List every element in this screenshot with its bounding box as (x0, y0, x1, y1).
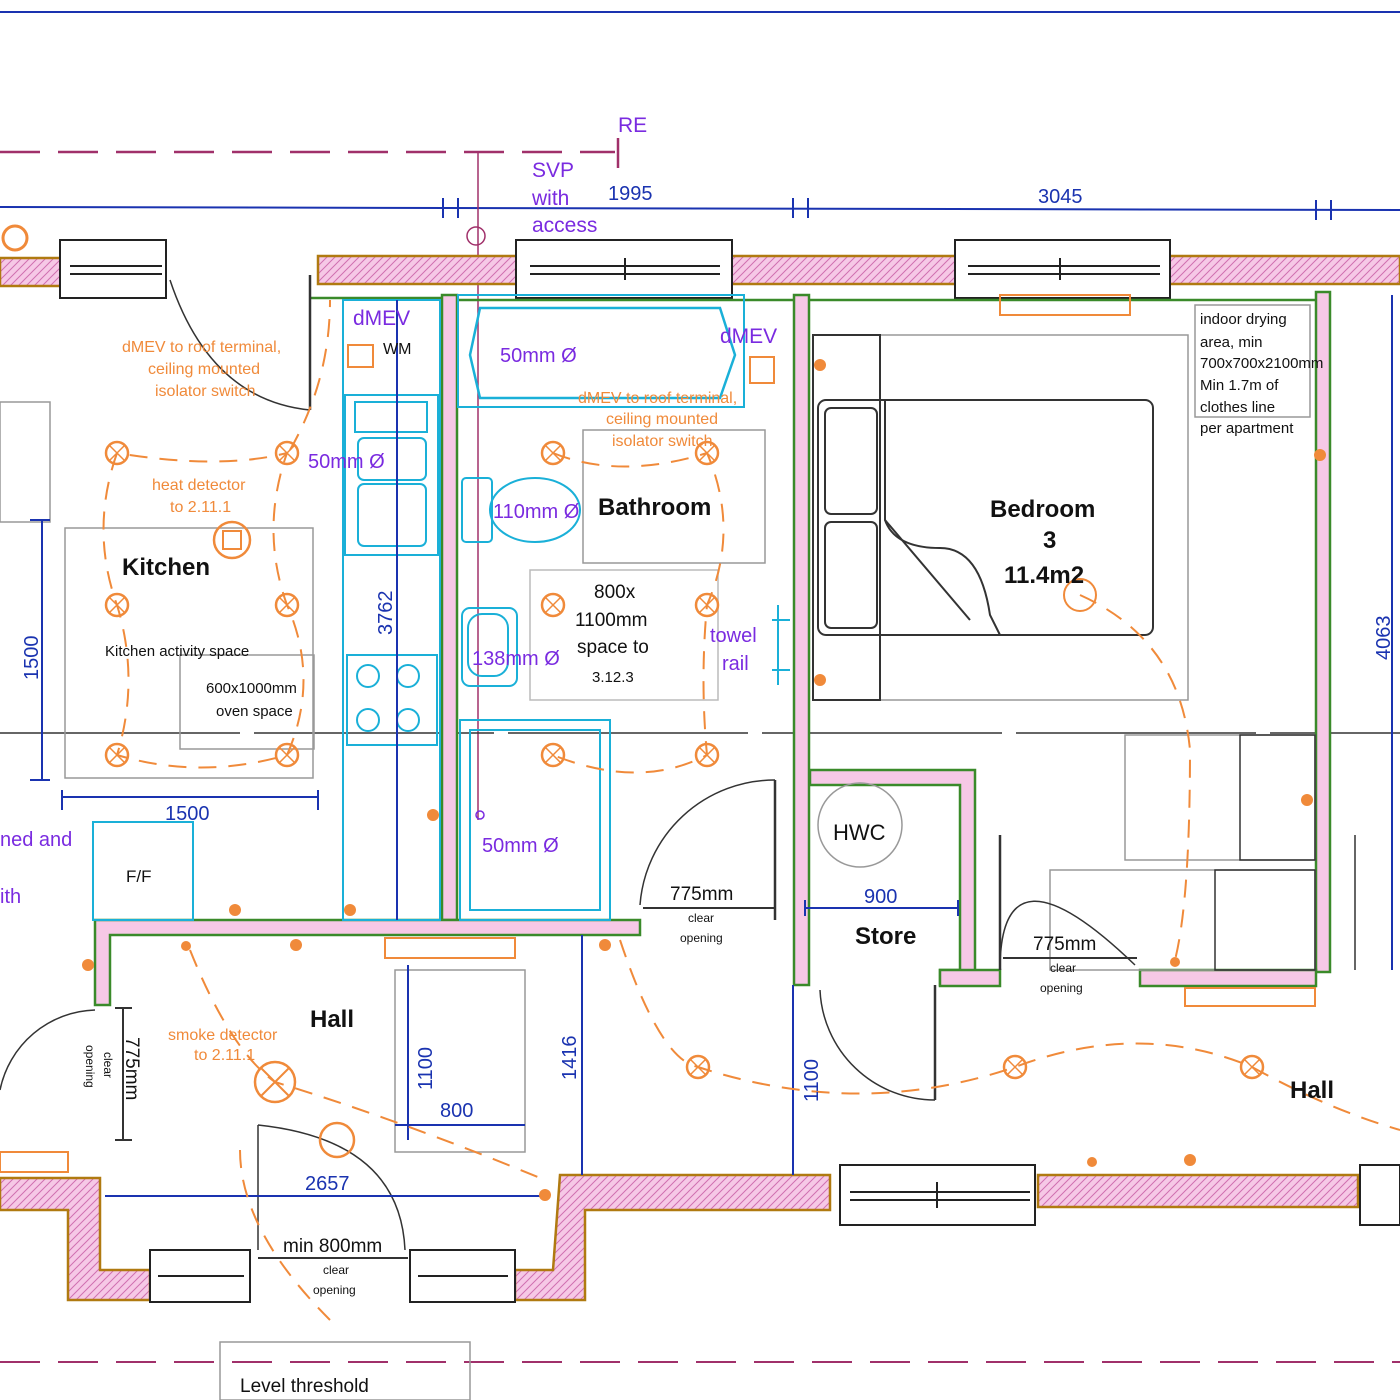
dim-top: 1995 (608, 183, 653, 205)
text-min-opening: opening (313, 1283, 356, 1297)
furniture (0, 304, 1316, 1400)
wiring (102, 299, 1400, 1321)
room-bathroom: Bathroom (598, 494, 711, 521)
room-store: Store (855, 923, 916, 950)
text-door2-clear: clear (1050, 961, 1076, 975)
label-svp-with: with (531, 187, 569, 210)
note-smoke-1: smoke detector (168, 1027, 278, 1044)
text-space-2: 1100mm (575, 610, 648, 631)
label-wm: WM (383, 341, 411, 358)
text-door1-clear: clear (688, 911, 714, 925)
room-hwc: HWC (833, 820, 886, 845)
label-pipe-shower: 50mm Ø (482, 835, 559, 857)
text-door3-width: 775mm (121, 1037, 142, 1100)
label-svp: SVP (532, 159, 574, 182)
room-hall-2: Hall (1290, 1077, 1334, 1104)
internal-walls (93, 290, 1332, 1007)
dim-store-w: 900 (864, 886, 897, 908)
text-space-4: 3.12.3 (592, 669, 634, 686)
note-dmev-bath-2: ceiling mounted (606, 411, 718, 428)
label-ith: ith (0, 886, 21, 908)
room-bedroom-area: 11.4m2 (1004, 562, 1084, 589)
label-ff: F/F (126, 867, 152, 886)
bed (812, 334, 1189, 701)
label-re: RE (618, 114, 647, 137)
label-pipe-wc: 110mm Ø (493, 501, 579, 523)
socket-symbols (0, 224, 1326, 1201)
note-dmev-kitchen-3: isolator switch (155, 383, 255, 400)
dim-hall-h: 2657 (305, 1173, 350, 1195)
text-min-clear: clear (323, 1263, 349, 1277)
dim-corridor-v: 1100 (801, 1059, 823, 1102)
text-dry-1: indoor drying (1200, 311, 1287, 328)
dim-top2: 3045 (1038, 186, 1083, 208)
text-dry-2: area, min (1200, 334, 1263, 351)
text-door2-width: 775mm (1033, 934, 1096, 955)
text-min-width: min 800mm (283, 1236, 382, 1257)
dimension-lines (30, 295, 1393, 1259)
label-svp-access: access (532, 214, 597, 237)
note-smoke-2: to 2.11.1 (194, 1047, 255, 1064)
label-pipe-basin: 138mm Ø (472, 648, 560, 670)
label-dmev-bathroom: dMEV (720, 325, 777, 348)
top-dimension-line (0, 11, 1400, 220)
room-bedroom: Bedroom (990, 496, 1095, 523)
text-dry-3: 700x700x2100mm (1200, 355, 1323, 372)
dim-hall-box-h: 800 (440, 1100, 473, 1122)
dim-hall-box-v: 1100 (415, 1047, 437, 1090)
room-kitchen: Kitchen (122, 554, 210, 581)
text-space-1: 800x (594, 582, 636, 603)
text-space-3: space to (577, 637, 649, 658)
text-activity-space: Kitchen activity space (105, 643, 249, 660)
note-dmev-kitchen-1: dMEV to roof terminal, (122, 339, 281, 356)
text-door3-clear: clear (101, 1052, 115, 1078)
label-pipe-bath: 50mm Ø (500, 345, 577, 367)
note-dmev-kitchen-2: ceiling mounted (148, 361, 260, 378)
dim-right-v: 4063 (1373, 616, 1395, 661)
label-dmev-kitchen: dMEV (353, 307, 410, 330)
dim-kitchen-v: 1500 (21, 636, 43, 681)
text-dry-6: per apartment (1200, 420, 1294, 437)
text-oven-1: 600x1000mm (206, 680, 297, 697)
note-heat-1: heat detector (152, 477, 246, 494)
doors (0, 275, 1356, 1251)
kitchen-units (92, 294, 790, 921)
note-heat-2: to 2.11.1 (170, 499, 231, 516)
text-dry-5: clothes line (1200, 399, 1275, 416)
text-door1-width: 775mm (670, 884, 733, 905)
text-door2-opening: opening (1040, 981, 1083, 995)
drain-marker (475, 810, 485, 820)
label-ned-and: ned and (0, 829, 72, 851)
note-dmev-bath-1: dMEV to roof terminal, (578, 390, 737, 407)
dim-tall: 3762 (375, 591, 397, 636)
dim-hall-v: 1416 (559, 1036, 581, 1081)
room-bedroom-number: 3 (1043, 527, 1056, 554)
text-door3-opening: opening (83, 1045, 97, 1088)
label-pipe-sink: 50mm Ø (308, 451, 385, 473)
windows (59, 239, 1400, 1303)
text-oven-2: oven space (216, 703, 293, 720)
text-door1-opening: opening (680, 931, 723, 945)
room-hall: Hall (310, 1006, 354, 1033)
light-fittings (104, 440, 1265, 1159)
svp-marker (466, 226, 486, 246)
label-rail: rail (722, 653, 749, 675)
text-dry-4: Min 1.7m of (1200, 377, 1279, 394)
note-dmev-bath-3: isolator switch (612, 433, 712, 450)
dim-kitchen-h: 1500 (165, 803, 210, 825)
label-towel: towel (710, 625, 757, 647)
text-level-threshold: Level threshold (240, 1376, 369, 1397)
